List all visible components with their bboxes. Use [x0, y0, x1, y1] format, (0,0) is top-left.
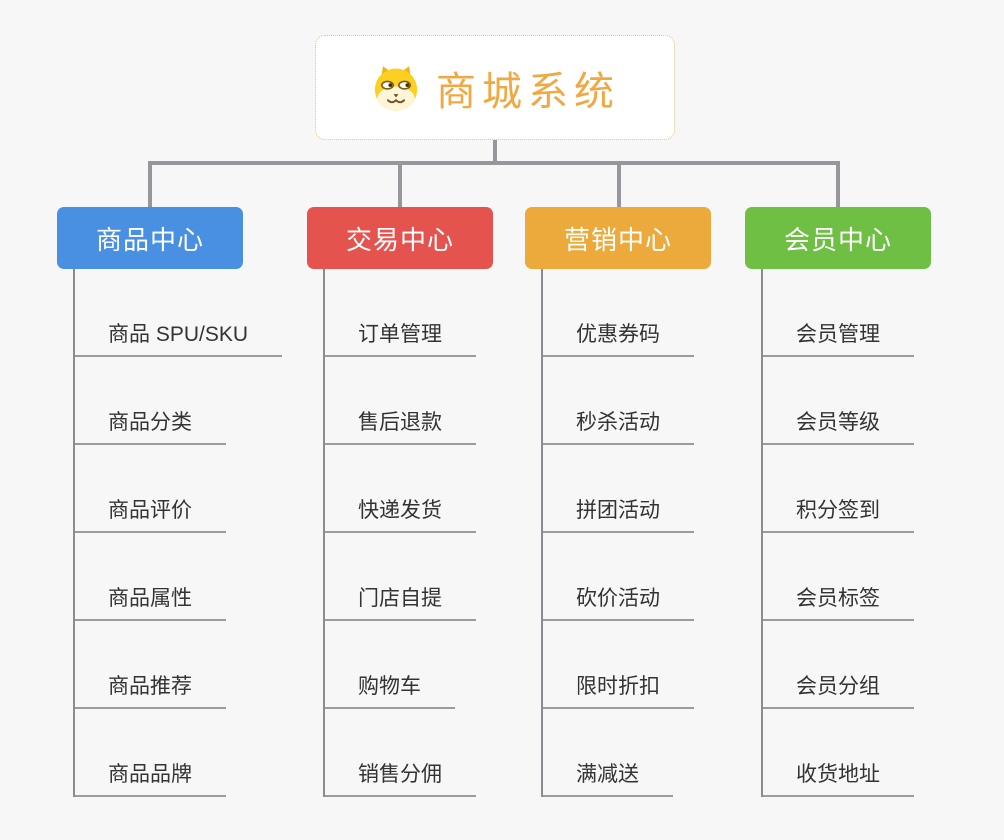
- leaf-node[interactable]: 快递发货: [325, 494, 476, 533]
- branch-items-product-center: 商品 SPU/SKU 商品分类 商品评价 商品属性 商品推荐 商品品牌: [73, 269, 283, 797]
- tree-row: 会员标签: [763, 533, 914, 621]
- connector-branch-drop: [398, 163, 402, 209]
- branch-header-trade-center[interactable]: 交易中心: [307, 207, 493, 269]
- branch-items-marketing-center: 优惠券码 秒杀活动 拼团活动 砍价活动 限时折扣 满减送: [541, 269, 694, 797]
- leaf-node[interactable]: 秒杀活动: [543, 406, 694, 445]
- leaf-node[interactable]: 售后退款: [325, 406, 476, 445]
- root-node[interactable]: 商城系统: [315, 35, 675, 140]
- branch-header-marketing-center[interactable]: 营销中心: [525, 207, 711, 269]
- leaf-node[interactable]: 限时折扣: [543, 670, 694, 709]
- leaf-node[interactable]: 优惠券码: [543, 318, 694, 357]
- leaf-node[interactable]: 会员等级: [763, 406, 914, 445]
- tree-row: 收货地址: [763, 709, 914, 797]
- tree-row: 销售分佣: [325, 709, 476, 797]
- tree-row: 商品评价: [75, 445, 282, 533]
- tree-row: 会员分组: [763, 621, 914, 709]
- leaf-node[interactable]: 收货地址: [763, 758, 914, 797]
- leaf-node[interactable]: 商品属性: [75, 582, 226, 621]
- leaf-node[interactable]: 商品评价: [75, 494, 226, 533]
- dog-icon: [370, 63, 422, 113]
- tree-row: 商品属性: [75, 533, 282, 621]
- leaf-node[interactable]: 门店自提: [325, 582, 476, 621]
- connector-root-drop: [493, 140, 497, 165]
- leaf-node[interactable]: 会员分组: [763, 670, 914, 709]
- tree-row: 会员等级: [763, 357, 914, 445]
- leaf-node[interactable]: 销售分佣: [325, 758, 476, 797]
- tree-row: 秒杀活动: [543, 357, 694, 445]
- tree-row: 商品分类: [75, 357, 282, 445]
- tree-row: 订单管理: [325, 269, 476, 357]
- connector-branch-drop: [148, 163, 152, 209]
- leaf-node[interactable]: 订单管理: [325, 318, 476, 357]
- branch-header-product-center[interactable]: 商品中心: [57, 207, 243, 269]
- tree-row: 门店自提: [325, 533, 476, 621]
- tree-row: 购物车: [325, 621, 476, 709]
- leaf-node[interactable]: 拼团活动: [543, 494, 694, 533]
- branch-items-trade-center: 订单管理 售后退款 快递发货 门店自提 购物车 销售分佣: [323, 269, 476, 797]
- tree-row: 售后退款: [325, 357, 476, 445]
- tree-row: 优惠券码: [543, 269, 694, 357]
- tree-row: 商品推荐: [75, 621, 282, 709]
- leaf-node[interactable]: 满减送: [543, 758, 673, 797]
- leaf-node[interactable]: 商品推荐: [75, 670, 226, 709]
- branch-items-member-center: 会员管理 会员等级 积分签到 会员标签 会员分组 收货地址: [761, 269, 914, 797]
- leaf-node[interactable]: 砍价活动: [543, 582, 694, 621]
- tree-row: 积分签到: [763, 445, 914, 533]
- tree-row: 快递发货: [325, 445, 476, 533]
- leaf-node[interactable]: 购物车: [325, 670, 455, 709]
- leaf-node[interactable]: 商品分类: [75, 406, 226, 445]
- branch-header-member-center[interactable]: 会员中心: [745, 207, 931, 269]
- leaf-node[interactable]: 积分签到: [763, 494, 914, 533]
- leaf-node[interactable]: 会员标签: [763, 582, 914, 621]
- tree-row: 满减送: [543, 709, 694, 797]
- leaf-node[interactable]: 会员管理: [763, 318, 914, 357]
- connector-branch-drop: [836, 163, 840, 209]
- connector-horizontal-bar: [148, 161, 840, 165]
- leaf-node[interactable]: 商品 SPU/SKU: [75, 318, 283, 357]
- tree-row: 商品 SPU/SKU: [75, 269, 283, 357]
- tree-row: 拼团活动: [543, 445, 694, 533]
- root-title: 商城系统: [436, 69, 620, 114]
- tree-row: 砍价活动: [543, 533, 694, 621]
- connector-branch-drop: [617, 163, 621, 209]
- tree-row: 限时折扣: [543, 621, 694, 709]
- tree-row: 商品品牌: [75, 709, 282, 797]
- tree-row: 会员管理: [763, 269, 914, 357]
- leaf-node[interactable]: 商品品牌: [75, 758, 226, 797]
